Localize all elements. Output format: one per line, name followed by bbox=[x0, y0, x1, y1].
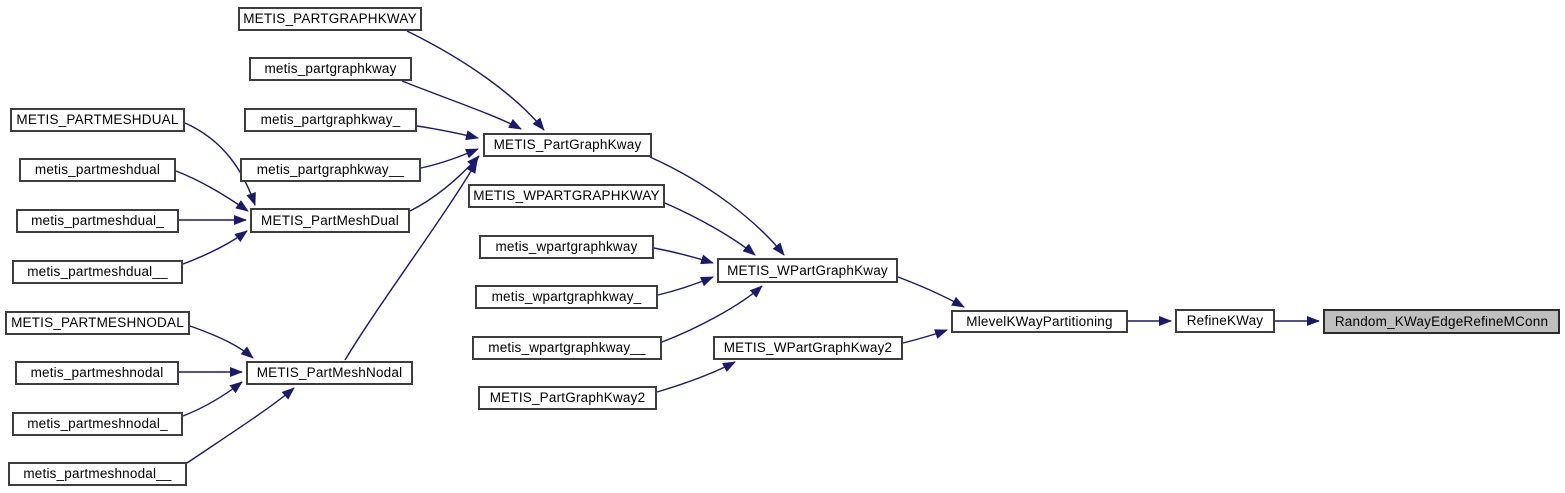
edge-metis-partgraphkway-u1-to-metis-partgraphkway-camel bbox=[416, 125, 479, 141]
node-metis-wpartgraphkway-camel[interactable]: METIS_WPartGraphKway bbox=[717, 258, 898, 283]
edge-metis-partmeshdual-caps-to-metis-partmeshdual-camel bbox=[184, 122, 256, 206]
node-metis-partmeshnodal-camel[interactable]: METIS_PartMeshNodal bbox=[246, 361, 413, 385]
node-metis-partmeshdual-lc[interactable]: metis_partmeshdual bbox=[19, 158, 176, 182]
edge-metis-wpartgraphkway-u2-to-metis-wpartgraphkway-camel bbox=[661, 285, 763, 343]
node-metis-partgraphkway2[interactable]: METIS_PartGraphKway2 bbox=[478, 386, 657, 410]
edge-metis-partmeshdual-u2-to-metis-partmeshdual-camel bbox=[182, 230, 248, 265]
edge-metis-partgraphkway-caps-to-metis-partgraphkway-camel bbox=[406, 30, 545, 131]
node-metis-partmeshnodal-caps[interactable]: METIS_PARTMESHNODAL bbox=[5, 311, 190, 335]
edge-metis-partmeshnodal-u1-to-metis-partmeshnodal-camel bbox=[182, 381, 243, 417]
node-metis-partgraphkway-camel[interactable]: METIS_PartGraphKway bbox=[483, 133, 652, 157]
node-metis-partmeshdual-camel[interactable]: METIS_PartMeshDual bbox=[250, 208, 410, 233]
edge-metis-partmeshnodal-u2-to-metis-partmeshnodal-camel bbox=[186, 387, 295, 464]
edge-metis-wpartgraphkway-u1-to-metis-wpartgraphkway-camel bbox=[657, 276, 714, 296]
edge-metis-partmeshnodal-caps-to-metis-partmeshnodal-camel bbox=[189, 325, 254, 359]
edge-metis-partgraphkway-lc-to-metis-partgraphkway-camel bbox=[401, 80, 522, 130]
node-metis-wpartgraphkway2[interactable]: METIS_WPartGraphKway2 bbox=[713, 336, 903, 360]
node-metis-partgraphkway-caps[interactable]: METIS_PARTGRAPHKWAY bbox=[238, 7, 422, 31]
node-metis-partgraphkway-u1[interactable]: metis_partgraphkway_ bbox=[244, 108, 417, 132]
edge-metis-partgraphkway-camel-to-metis-wpartgraphkway-camel bbox=[649, 156, 785, 256]
edge-metis-wpartgraphkway2-to-mlevelkwaypartitioning bbox=[902, 329, 948, 344]
node-metis-partmeshnodal-u2[interactable]: metis_partmeshnodal__ bbox=[8, 462, 187, 486]
node-refinekway[interactable]: RefineKWay bbox=[1175, 309, 1275, 333]
node-metis-wpartgraphkway-caps[interactable]: METIS_WPARTGRAPHKWAY bbox=[468, 184, 665, 208]
edge-metis-partgraphkway-u2-to-metis-partgraphkway-camel bbox=[420, 148, 479, 169]
edge-metis-partgraphkway2-to-metis-wpartgraphkway2 bbox=[656, 361, 736, 393]
node-metis-wpartgraphkway-u2[interactable]: metis_wpartgraphkway__ bbox=[472, 336, 662, 360]
edge-metis-wpartgraphkway-camel-to-mlevelkwaypartitioning bbox=[897, 276, 965, 308]
node-metis-partmeshnodal-u1[interactable]: metis_partmeshnodal_ bbox=[12, 412, 183, 436]
edge-metis-wpartgraphkway-lc-to-metis-wpartgraphkway-camel bbox=[653, 247, 714, 265]
node-metis-partgraphkway-u2[interactable]: metis_partgraphkway__ bbox=[240, 158, 421, 182]
edge-metis-partmeshnodal-camel-to-metis-partgraphkway-camel bbox=[344, 160, 478, 361]
edge-metis-partmeshdual-lc-to-metis-partmeshdual-camel bbox=[175, 170, 249, 212]
node-metis-wpartgraphkway-lc[interactable]: metis_wpartgraphkway bbox=[479, 235, 654, 259]
node-metis-partmeshdual-u2[interactable]: metis_partmeshdual__ bbox=[12, 260, 183, 284]
node-metis-partmeshdual-caps[interactable]: METIS_PARTMESHDUAL bbox=[10, 108, 185, 132]
node-random-kwayedgerefinemconn: Random_KWayEdgeRefineMConn bbox=[1323, 309, 1560, 334]
node-metis-wpartgraphkway-u1[interactable]: metis_wpartgraphkway_ bbox=[475, 285, 658, 309]
node-metis-partgraphkway-lc[interactable]: metis_partgraphkway bbox=[249, 57, 412, 81]
edge-metis-wpartgraphkway-caps-to-metis-wpartgraphkway-camel bbox=[664, 202, 756, 256]
node-metis-partmeshdual-u1[interactable]: metis_partmeshdual_ bbox=[16, 209, 179, 233]
node-mlevelkwaypartitioning[interactable]: MlevelKWayPartitioning bbox=[951, 310, 1128, 333]
node-metis-partmeshnodal-lc[interactable]: metis_partmeshnodal bbox=[15, 361, 179, 385]
